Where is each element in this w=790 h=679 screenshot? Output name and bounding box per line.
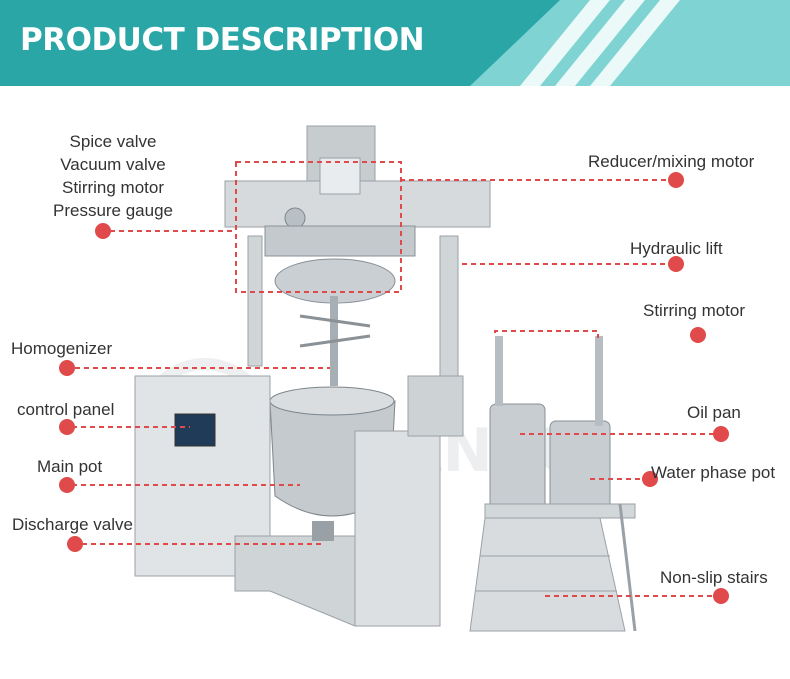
machine-illustration: GUANYU [134,125,637,632]
callout-dot-control-panel [59,419,75,435]
label-stirring-motor-top: Stirring motor [61,178,165,197]
callout-dot-oil-pan [713,426,729,442]
label-reducer-motor: Reducer/mixing motor [588,152,755,171]
product-diagram: GUANYU [0,86,790,679]
header-banner [0,0,790,86]
callout-lines [72,161,718,597]
callout-dot-hydraulic-lift [668,256,684,272]
label-non-slip-stairs: Non-slip stairs [660,568,768,587]
callout-dot-discharge-valve [67,536,83,552]
label-pressure-gauge: Pressure gauge [52,201,174,220]
callout-label-top-group: Spice valve Vacuum valve Stirring motor … [38,130,188,222]
callout-dot-non-slip-stairs [713,588,729,604]
callout-dot-main-pot [59,477,75,493]
label-hydraulic-lift: Hydraulic lift [630,239,723,258]
label-spice-valve: Spice valve [69,132,157,151]
callout-dot-reducer-motor [668,172,684,188]
label-homogenizer: Homogenizer [11,339,113,358]
label-water-phase-pot: Water phase pot [651,463,776,482]
label-discharge-valve: Discharge valve [12,515,133,534]
callout-dot-top-group [95,223,111,239]
label-stirring-motor: Stirring motor [643,301,746,320]
label-vacuum-valve: Vacuum valve [60,155,166,174]
callout-dot-water-phase-pot [642,471,658,487]
label-control-panel: control panel [17,400,115,419]
label-main-pot: Main pot [37,457,103,476]
callout-dot-stirring-motor [690,327,706,343]
label-oil-pan: Oil pan [687,403,741,422]
callout-dot-homogenizer [59,360,75,376]
page-title: PRODUCT DESCRIPTION [20,22,425,58]
